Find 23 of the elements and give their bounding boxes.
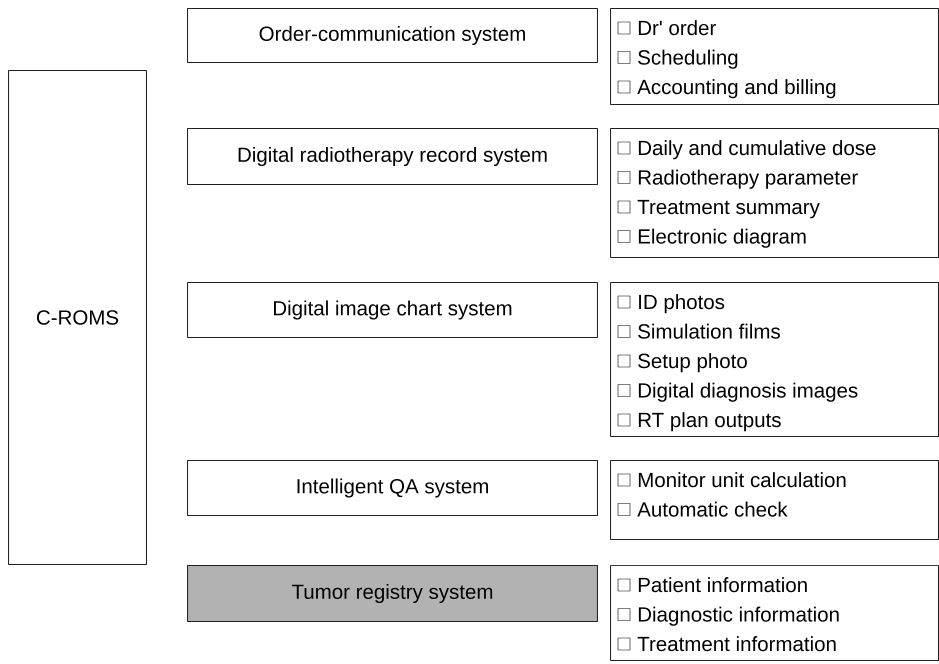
list-item: Scheduling [638, 50, 738, 69]
list-item: Treatment summary [638, 200, 820, 218]
module-box: Tumor registry system [187, 565, 598, 622]
system-box: C-ROMS [8, 70, 147, 565]
list-item: Accounting and billing [637, 79, 836, 98]
list-item: Diagnostic information [638, 606, 839, 626]
module-box: Digital image chart system [187, 282, 598, 338]
list-item: ID photos [639, 294, 724, 314]
list-item: RT plan outputs [638, 412, 781, 432]
list-item: Daily and cumulative dose [638, 140, 876, 160]
list-item: Treatment information [638, 636, 836, 652]
list-item: Patient information [638, 577, 807, 592]
list-item: Monitor unit calculation [638, 472, 846, 488]
module-box: Intelligent QA system [187, 460, 598, 516]
list-item: Setup photo [638, 353, 747, 372]
list-item: Simulation films [638, 324, 780, 339]
list-item: Radiotherapy parameter [638, 170, 858, 189]
list-item: Digital diagnosis images [638, 382, 858, 402]
list-item: Automatic check [637, 502, 788, 517]
list-item: Electronic diagram [638, 228, 806, 248]
list-item: Dr' order [638, 20, 716, 36]
module-box: Digital radiotherapy record system [187, 128, 598, 185]
module-box: Order-communication system [187, 8, 598, 63]
